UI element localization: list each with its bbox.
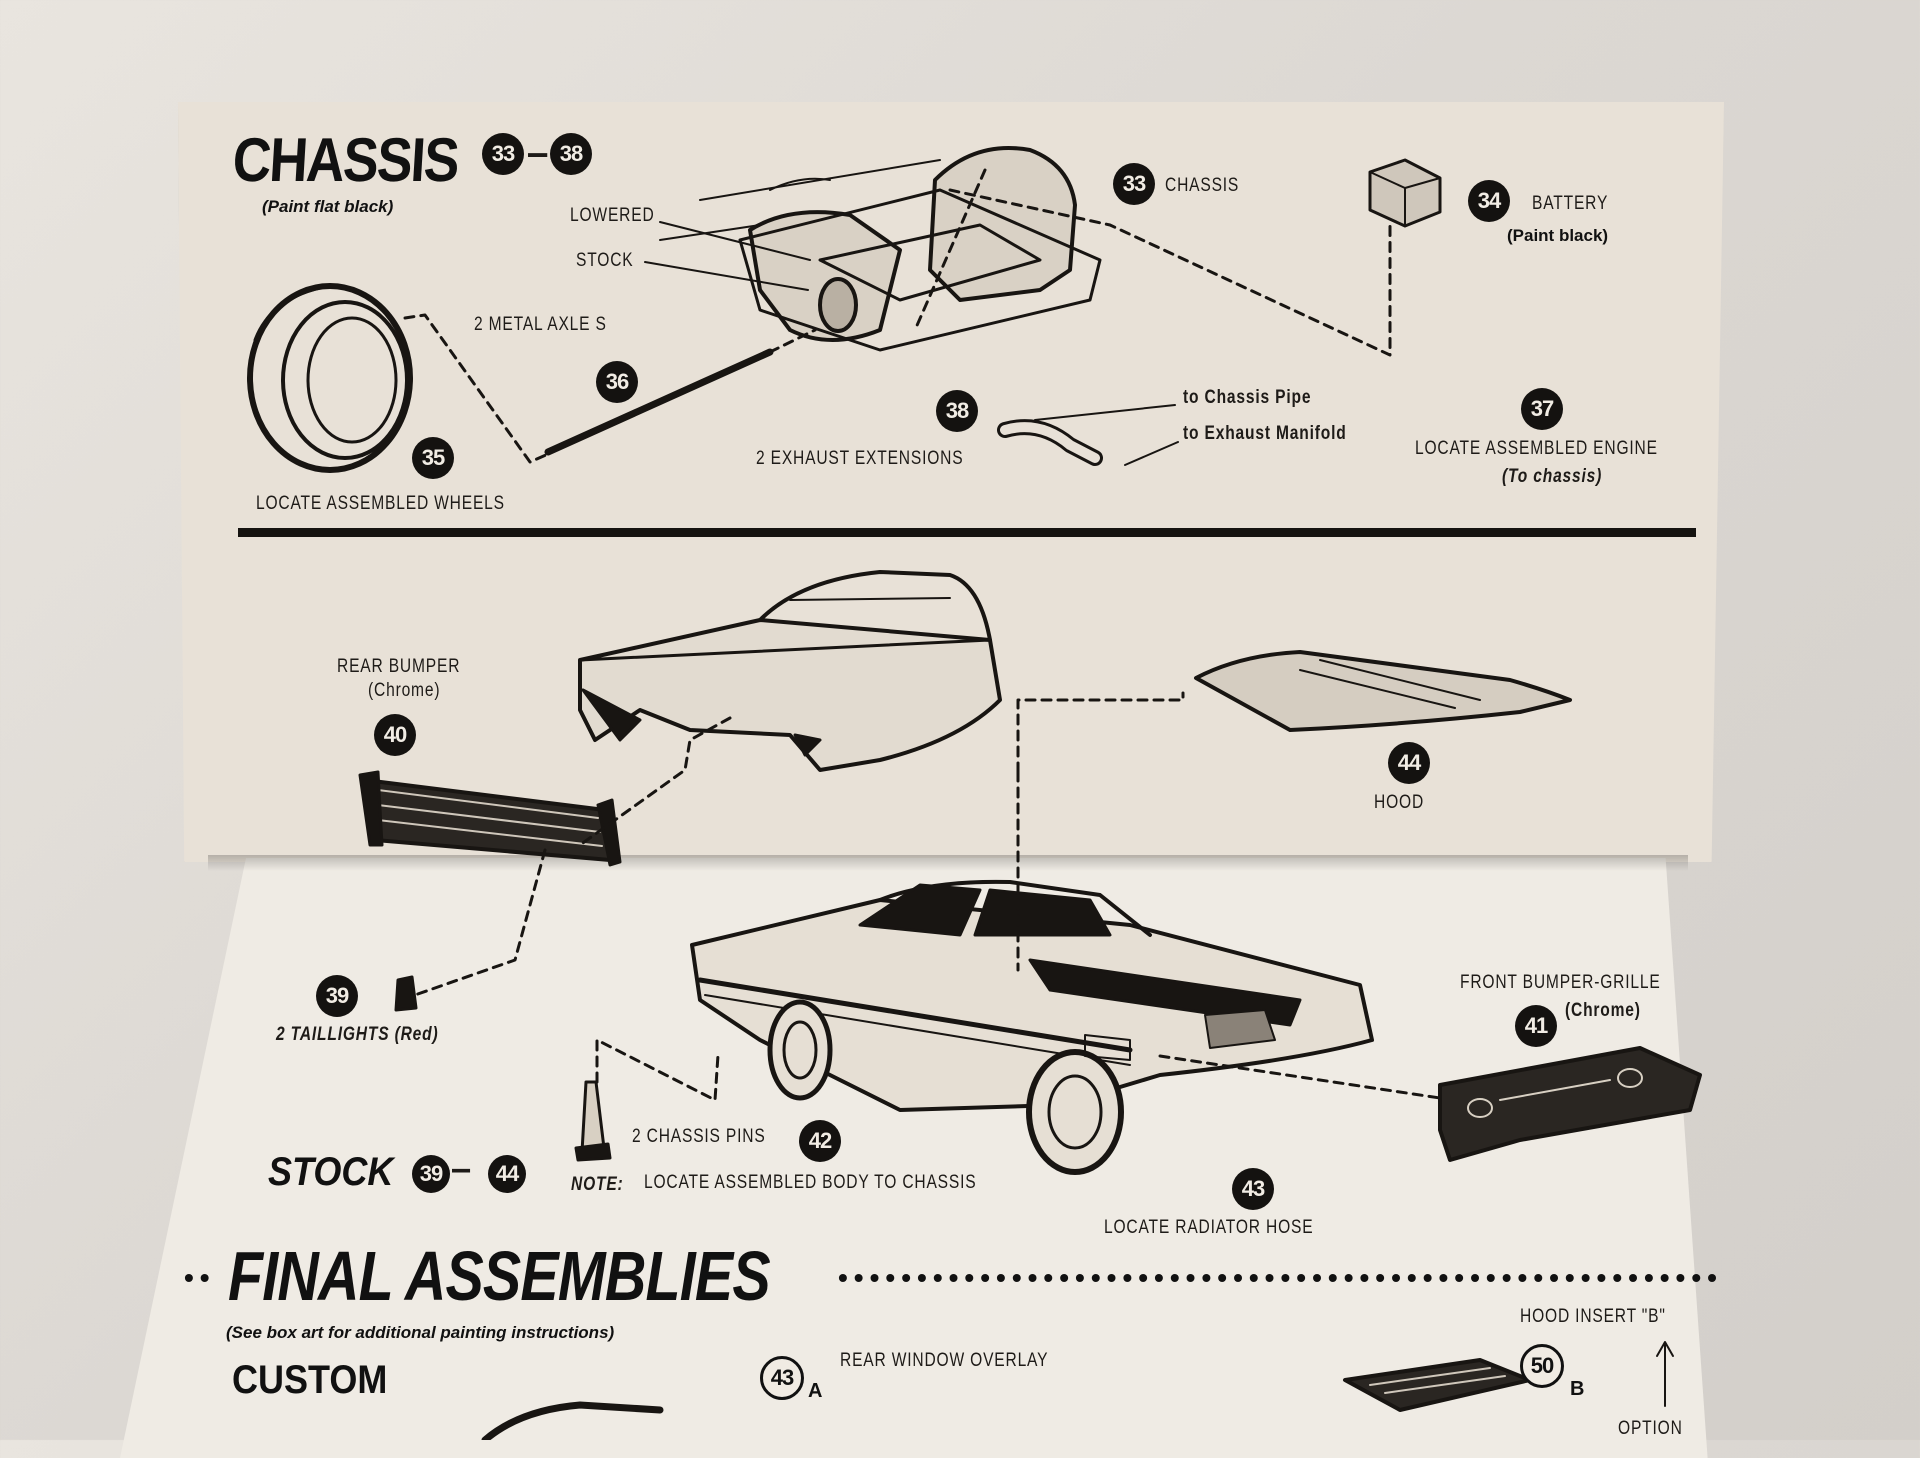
- hood-label: HOOD: [1374, 792, 1425, 813]
- stock-range-end-badge: 44: [488, 1155, 526, 1193]
- part-34-badge: 34: [1468, 180, 1510, 222]
- exhaust-extensions-label: 2 EXHAUST EXTENSIONS: [756, 448, 964, 469]
- rear-window-overlay-label: REAR WINDOW OVERLAY: [840, 1350, 1049, 1371]
- front-bumper-finish-label: (Chrome): [1565, 1000, 1641, 1021]
- battery-paint-note: (Paint black): [1507, 226, 1609, 245]
- chassis-range-dash: –: [528, 134, 548, 172]
- hood-insert-label: HOOD INSERT "B": [1520, 1306, 1666, 1327]
- part-35-badge: 35: [412, 437, 454, 479]
- custom-heading: CUSTOM: [232, 1358, 388, 1402]
- part-33-badge: 33: [1113, 163, 1155, 205]
- locate-engine-label: LOCATE ASSEMBLED ENGINE: [1415, 438, 1658, 459]
- taillights-label: 2 TAILLIGHTS (Red): [276, 1024, 439, 1045]
- hood-illustration: [1194, 650, 1572, 732]
- rear-body-illustration: [578, 570, 1002, 772]
- rear-bumper-illustration: [358, 770, 622, 867]
- hood-insert-illustration: [1343, 1358, 1532, 1412]
- battery-label: BATTERY: [1532, 193, 1609, 214]
- part-50b-badge: 50: [1520, 1344, 1564, 1388]
- part-38-badge: 38: [936, 390, 978, 432]
- lowered-label: LOWERED: [570, 205, 655, 226]
- part-41-badge: 41: [1515, 1005, 1557, 1047]
- locate-wheels-label: LOCATE ASSEMBLED WHEELS: [256, 493, 505, 514]
- part-42-badge: 42: [799, 1120, 841, 1162]
- chassis-illustration: [659, 146, 1102, 352]
- metal-axles-label: 2 METAL AXLE S: [474, 314, 607, 335]
- front-bumper-grille-label: FRONT BUMPER-GRILLE: [1460, 972, 1661, 993]
- part-39-badge: 39: [316, 975, 358, 1017]
- to-chassis-pipe-label: to Chassis Pipe: [1183, 387, 1312, 408]
- chassis-pins-label: 2 CHASSIS PINS: [632, 1126, 766, 1147]
- note-text: LOCATE ASSEMBLED BODY TO CHASSIS: [644, 1172, 977, 1193]
- final-assemblies-heading: FINAL ASSEMBLIES: [228, 1237, 771, 1315]
- final-lead-dots: ••: [184, 1262, 216, 1293]
- assembly-guide-lines: [403, 168, 1442, 1102]
- battery-illustration: [1368, 158, 1442, 228]
- rear-window-overlay-illustration: [481, 1401, 664, 1440]
- part-40-badge: 40: [374, 714, 416, 756]
- car-body-illustration: [690, 879, 1374, 1175]
- note-label: NOTE:: [571, 1174, 624, 1195]
- stock-label: STOCK: [576, 250, 634, 271]
- chassis-part-label: CHASSIS: [1165, 175, 1240, 196]
- chassis-pin-illustration: [574, 1080, 612, 1162]
- axle-illustration: [544, 348, 774, 456]
- chassis-range-end-badge: 38: [550, 133, 592, 175]
- part-37-badge: 37: [1521, 388, 1563, 430]
- tire-illustration: [247, 283, 413, 473]
- part-36-badge: 36: [596, 361, 638, 403]
- part-50b-suffix: B: [1570, 1378, 1585, 1400]
- rear-bumper-finish-label: (Chrome): [368, 680, 441, 701]
- rear-bumper-label: REAR BUMPER: [337, 656, 461, 677]
- to-exhaust-manifold-label: to Exhaust Manifold: [1183, 423, 1347, 444]
- final-trail-dots: ••••••••••••••••••••••••••••••••••••••••…: [838, 1262, 1723, 1293]
- chassis-range-start-badge: 33: [482, 133, 524, 175]
- section-divider: [238, 528, 1696, 537]
- part-43-badge: 43: [1232, 1168, 1274, 1210]
- stock-range-dash: –: [452, 1152, 471, 1187]
- stock-heading: STOCK: [268, 1150, 394, 1194]
- taillight-illustration: [394, 975, 418, 1012]
- exhaust-extension-illustration: [997, 404, 1179, 466]
- part-44-badge: 44: [1388, 742, 1430, 784]
- chassis-paint-note: (Paint flat black): [262, 197, 394, 216]
- part-43a-suffix: A: [808, 1380, 823, 1402]
- chassis-heading: CHASSIS: [230, 126, 460, 195]
- option-label: OPTION: [1618, 1418, 1683, 1439]
- final-paint-note: (See box art for additional painting ins…: [226, 1323, 615, 1342]
- part-43a-badge: 43: [760, 1356, 804, 1400]
- front-bumper-grille-illustration: [1438, 1046, 1702, 1162]
- to-chassis-label: (To chassis): [1502, 466, 1603, 487]
- radiator-hose-label: LOCATE RADIATOR HOSE: [1104, 1217, 1314, 1238]
- stock-range-start-badge: 39: [412, 1155, 450, 1193]
